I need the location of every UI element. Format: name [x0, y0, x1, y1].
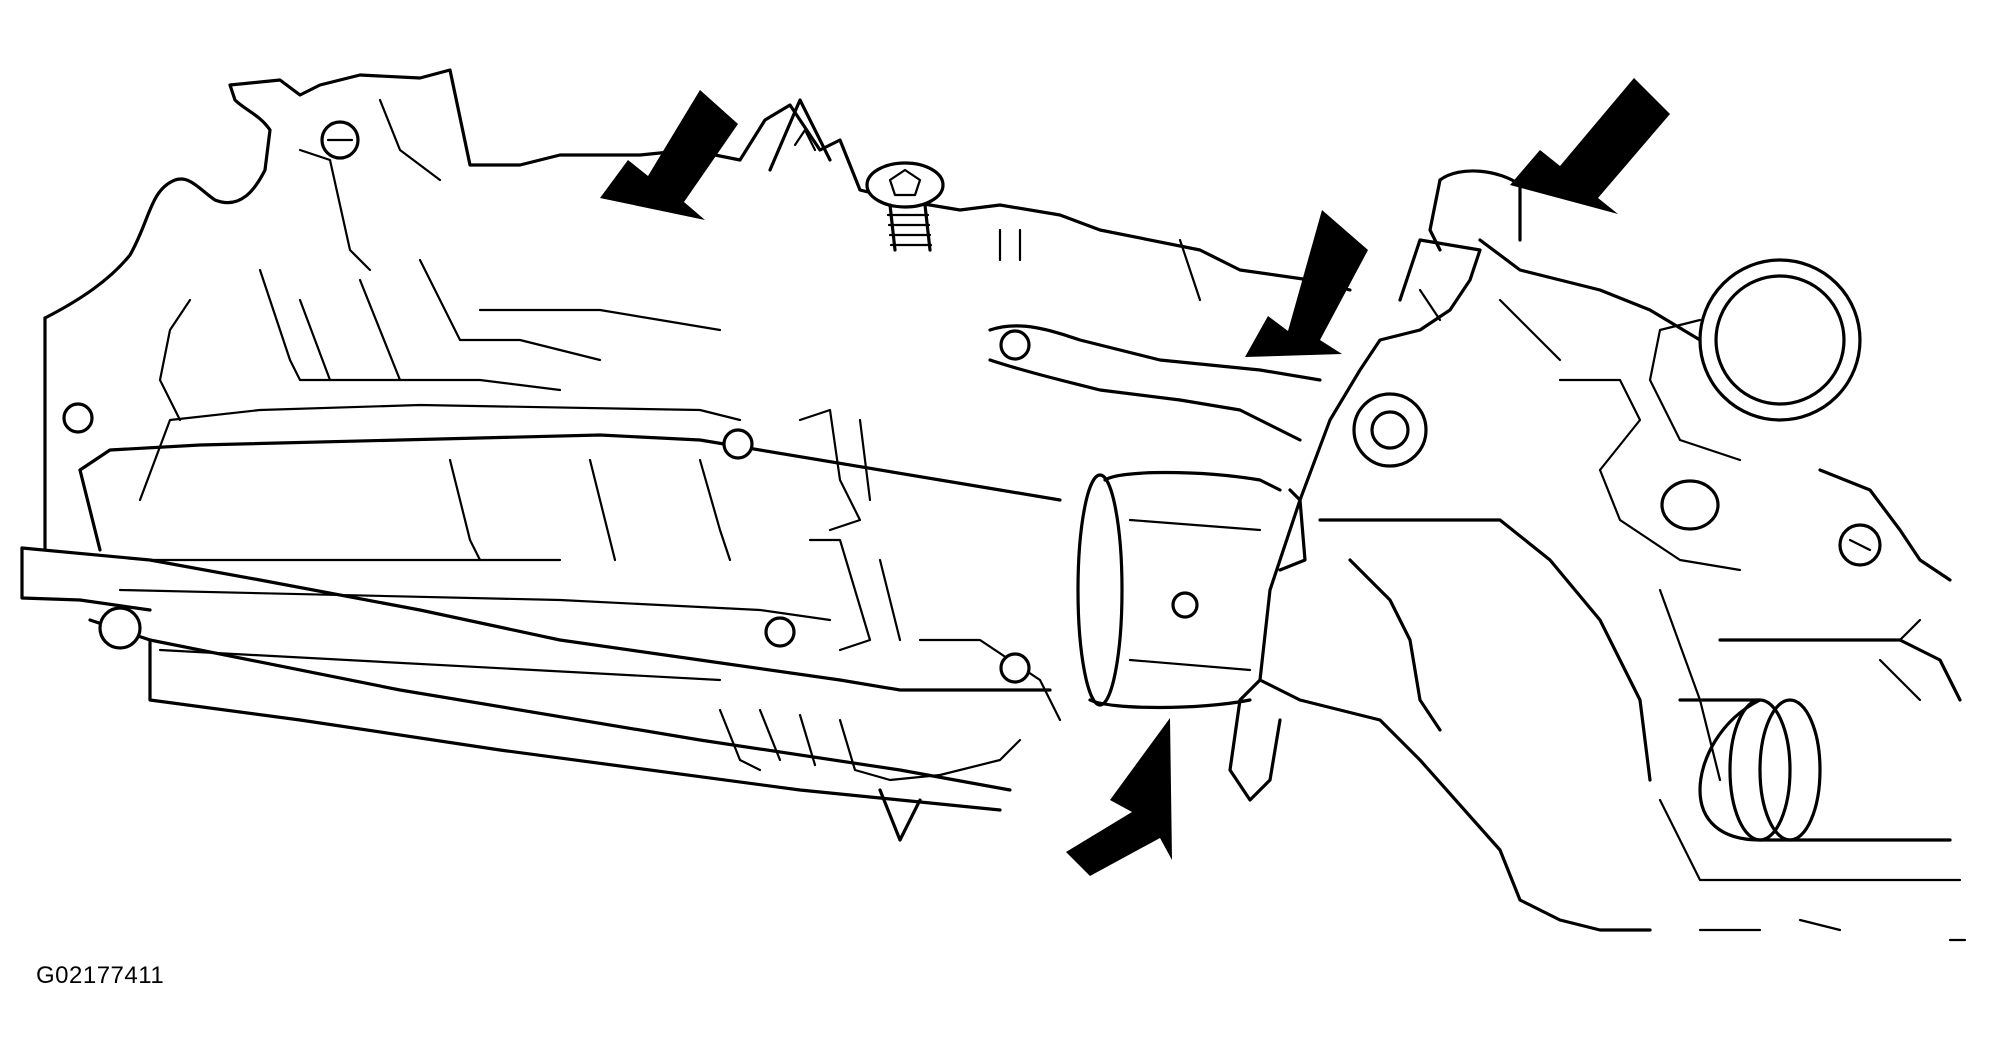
- callout-arrows: [600, 78, 1670, 876]
- column-housing: [20, 68, 1352, 842]
- shaft-cylinder: [1076, 470, 1307, 710]
- lock-housing: [1228, 169, 1967, 942]
- arrow-top-right: [1510, 78, 1670, 214]
- figure-code: G02177411: [36, 962, 165, 989]
- lock-lever: [988, 228, 1322, 442]
- arrow-bottom: [1066, 718, 1172, 876]
- arrow-middle: [1245, 210, 1368, 357]
- arrow-top-left: [600, 90, 738, 220]
- bolt: [865, 161, 945, 252]
